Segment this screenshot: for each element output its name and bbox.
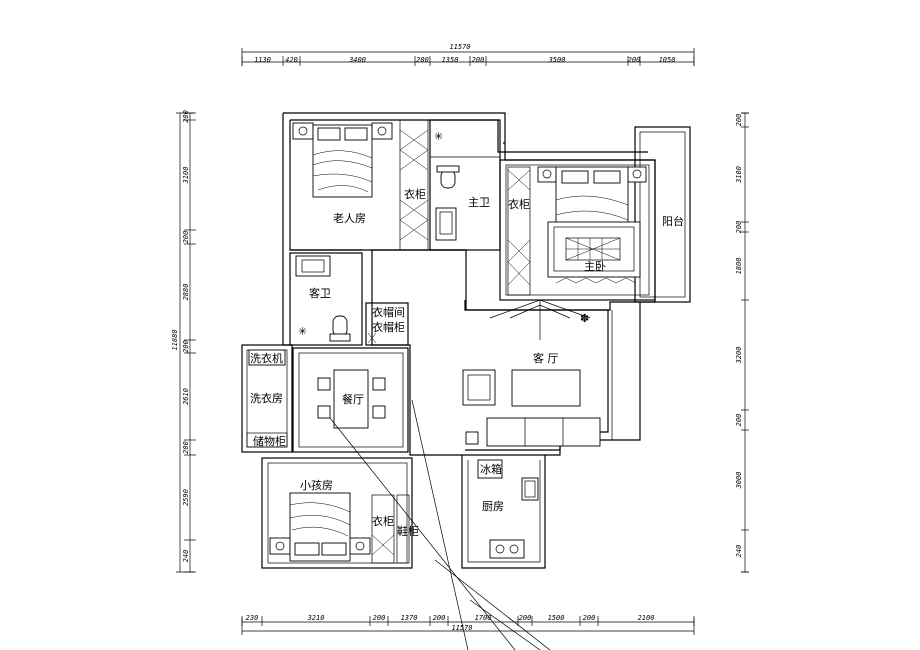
bottom-segment-dim: 200 xyxy=(583,614,596,622)
left-segment-dim: 2880 xyxy=(182,284,190,301)
storage-cabinet-label: 储物柜 xyxy=(253,434,286,448)
left-segment-dim: 200 xyxy=(182,340,190,353)
living-room: ✽ 客 厅 xyxy=(462,299,601,447)
left-segment-dim: 200 xyxy=(182,231,190,244)
plant-icon: ✳ xyxy=(434,130,443,143)
sink-master xyxy=(435,207,457,241)
right-segment-dim: 200 xyxy=(735,414,743,427)
child-room: 小孩房 衣柜 鞋柜 xyxy=(269,479,419,564)
side-table xyxy=(465,431,479,445)
master-bedroom: 衣柜 主卧 xyxy=(507,166,647,296)
right-segment-dim: 3000 xyxy=(735,472,743,490)
balcony: 阳台 xyxy=(662,214,684,228)
top-segment-dim: 200 xyxy=(628,56,641,64)
top-segment-dim: 1130 xyxy=(254,56,271,64)
bottom-segment-dim: 1500 xyxy=(548,614,565,622)
top-total-dim: 11570 xyxy=(449,43,470,51)
child-room-label: 小孩房 xyxy=(300,479,333,492)
bottom-segment-dim: 3210 xyxy=(307,614,325,622)
right-segment-dim: 1800 xyxy=(735,258,743,275)
elder-wardrobe-label: 衣柜 xyxy=(404,187,426,201)
bottom-segment-dim: 200 xyxy=(519,614,532,622)
left-segment-dim: 200 xyxy=(182,441,190,454)
kitchen-label: 厨房 xyxy=(482,500,504,513)
sink-guest xyxy=(295,255,331,277)
bottom-segment-dim: 2100 xyxy=(638,614,655,622)
bottom-segment-dim: 200 xyxy=(433,614,446,622)
plant-icon: ✳ xyxy=(298,325,307,338)
top-dimension-chain: 11570 1130 420 3400 200 1350 200 3500 200 1050 xyxy=(241,43,695,66)
cloakroom: 衣帽间 衣帽柜 xyxy=(367,305,405,344)
bottom-total-dim: 11570 xyxy=(451,624,472,632)
child-wardrobe-label: 衣柜 xyxy=(372,514,394,528)
left-segment-dim: 2610 xyxy=(182,388,190,405)
living-room-label: 客 厅 xyxy=(533,351,559,365)
dining-table xyxy=(333,369,369,429)
bottom-segment-dim: 200 xyxy=(373,614,386,622)
top-segment-dim: 3500 xyxy=(548,56,566,64)
guest-wc-label: 客卫 xyxy=(309,286,331,300)
toilet-guest xyxy=(332,315,348,337)
right-segment-dim: 200 xyxy=(735,221,743,234)
left-segment-dim: 240 xyxy=(182,550,190,563)
master-wc-label: 主卫 xyxy=(468,196,490,209)
left-segment-dim: 3100 xyxy=(182,167,190,185)
nightstand-left xyxy=(292,122,314,140)
master-bedroom-label: 主卧 xyxy=(584,260,606,273)
washing-machine-label: 洗衣机 xyxy=(250,351,283,365)
top-segment-dim: 420 xyxy=(285,56,298,64)
nightstand-right xyxy=(371,122,393,140)
toilet-master xyxy=(440,169,456,189)
fridge-label: 冰箱 xyxy=(480,462,502,476)
kitchen-sink xyxy=(521,477,539,501)
sofa xyxy=(486,417,601,447)
coffee-table xyxy=(511,369,581,407)
laundry-room-label: 洗衣房 xyxy=(250,391,283,405)
dining-room-label: 餐厅 xyxy=(342,392,364,406)
cloak-cabinet-label: 衣帽柜 xyxy=(372,320,405,334)
left-segment-dim: 2590 xyxy=(182,489,190,506)
kitchen: 冰箱 厨房 xyxy=(477,459,539,559)
left-dimension-chain: 11880 200 3100 200 2880 200 2610 200 2590 240 xyxy=(171,110,196,573)
bottom-segment-dim: 230 xyxy=(246,614,259,622)
shoe-cabinet-label: 鞋柜 xyxy=(397,524,419,538)
top-segment-dim: 200 xyxy=(416,56,429,64)
view-lines xyxy=(329,399,551,650)
walls xyxy=(241,112,691,569)
bottom-segment-dim: 1370 xyxy=(401,614,418,622)
right-dimension-chain: 200 3100 200 1800 3200 200 3000 240 xyxy=(735,112,749,573)
right-segment-dim: 240 xyxy=(735,545,743,558)
master-wardrobe-label: 衣柜 xyxy=(508,197,530,211)
laundry-room: 洗衣机 洗衣房 储物柜 xyxy=(246,349,288,448)
top-segment-dim: 200 xyxy=(472,56,485,64)
top-segment-dim: 1350 xyxy=(442,56,459,64)
guest-wc: 客卫 ✳ xyxy=(295,255,351,342)
right-segment-dim: 3200 xyxy=(735,347,743,365)
fridge xyxy=(477,459,503,479)
plant-icon: ✽ xyxy=(580,312,589,325)
left-segment-dim: 200 xyxy=(182,110,190,123)
balcony-label: 阳台 xyxy=(662,214,684,228)
washing-machine xyxy=(248,349,286,366)
cloakroom-label: 衣帽间 xyxy=(372,305,405,319)
bottom-dimension-chain: 11570 230 3210 200 1370 200 1700 200 1500 200 210… xyxy=(241,614,695,635)
gas-stove xyxy=(489,539,525,559)
top-segment-dim: 1050 xyxy=(659,56,676,64)
left-total-dim: 11880 xyxy=(171,329,179,350)
master-wc: ✳ 主卫 xyxy=(434,130,490,241)
right-segment-dim: 3100 xyxy=(735,166,743,184)
elder-room-label: 老人房 xyxy=(333,212,366,225)
elder-room: 衣柜 老人房 xyxy=(292,119,429,251)
top-segment-dim: 3400 xyxy=(348,56,366,64)
bottom-segment-dim: 1700 xyxy=(475,614,492,622)
right-segment-dim: 200 xyxy=(735,114,743,127)
dining-room: 餐厅 xyxy=(317,369,386,429)
